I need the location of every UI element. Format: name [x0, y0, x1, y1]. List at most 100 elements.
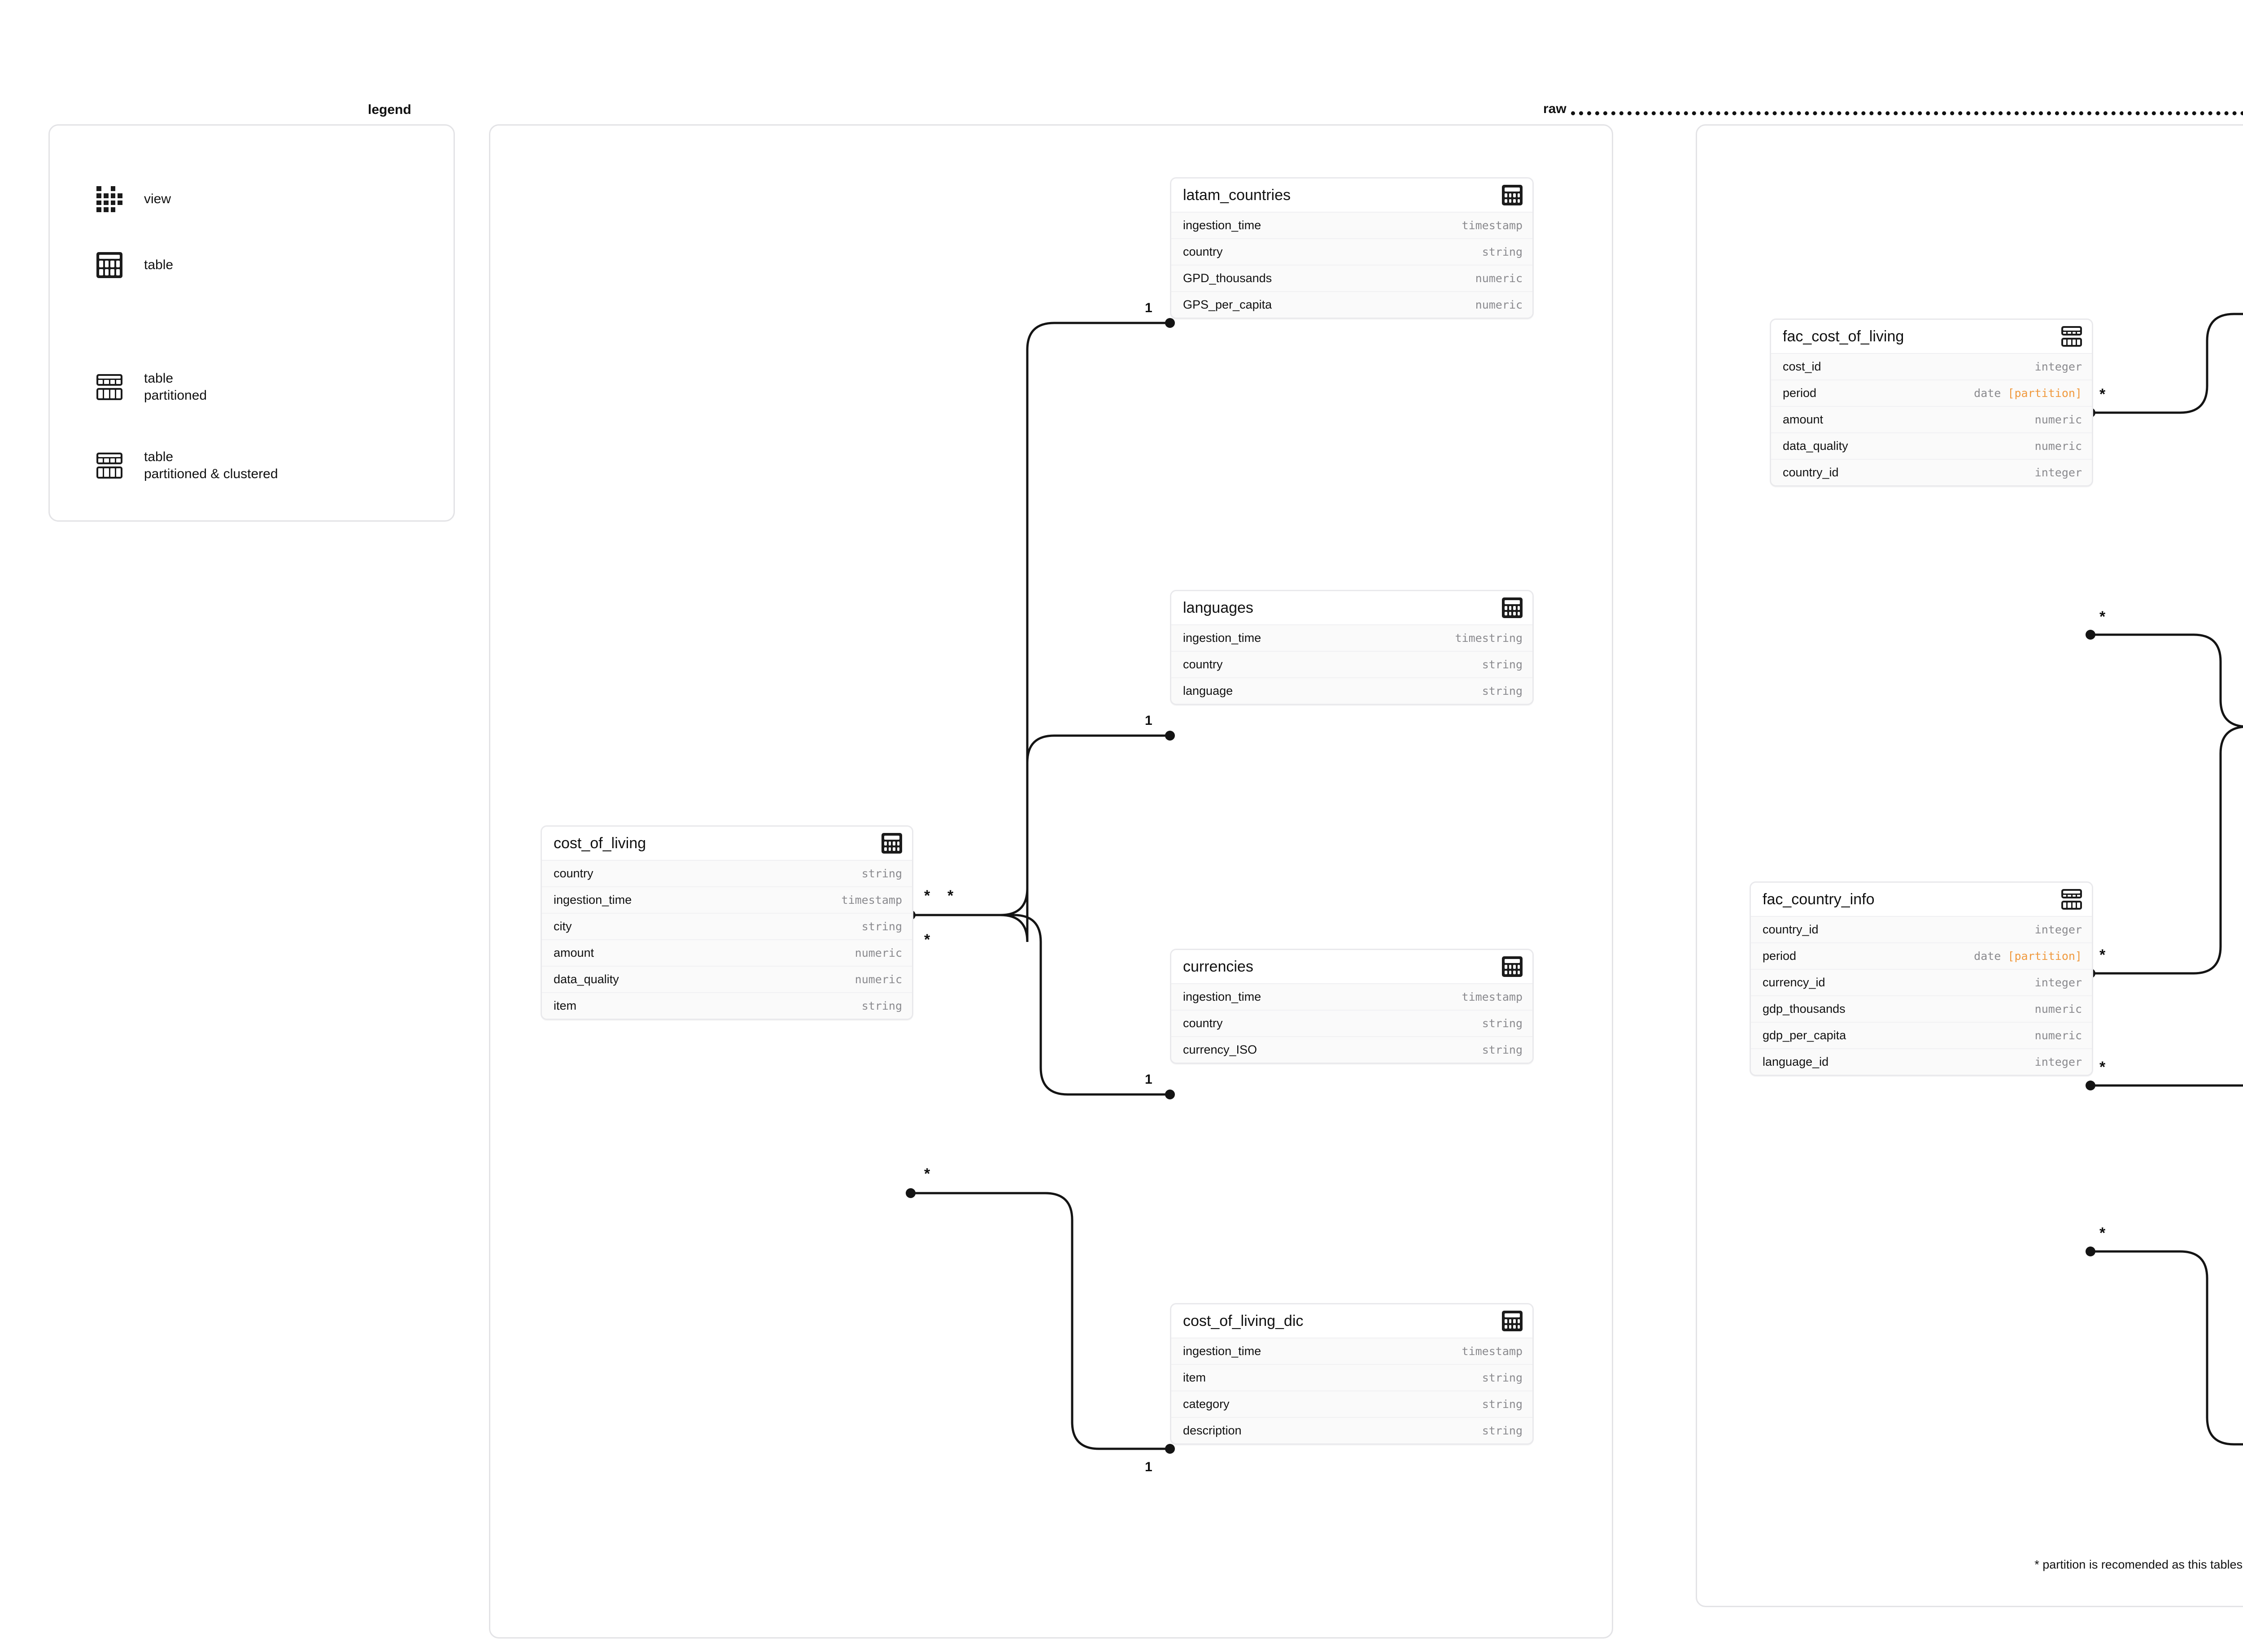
- column-name: country: [554, 867, 593, 880]
- column-type: integer: [2035, 360, 2082, 373]
- column-type: timestamp: [1462, 990, 1523, 1003]
- view-icon: [96, 186, 122, 212]
- column-type-base: string: [861, 920, 902, 933]
- column-type-base: string: [861, 867, 902, 880]
- column-type-base: string: [1482, 1424, 1523, 1437]
- cardinality-col-item-many: *: [924, 1165, 930, 1182]
- column-name: country: [1183, 1016, 1223, 1030]
- cardinality-faci-countryid-many: *: [2099, 946, 2106, 963]
- cardinality-faci-currencyid-many: *: [2099, 1059, 2106, 1076]
- cardinality-faci-languageid-many: *: [2099, 1225, 2106, 1242]
- column-name: GPS_per_capita: [1183, 298, 1272, 311]
- column-name: ingestion_time: [1183, 218, 1261, 232]
- column-name: country: [1183, 245, 1223, 258]
- legend-item-table-partitioned: table partitioned: [96, 370, 207, 404]
- table-icon: [881, 833, 902, 854]
- entity-card-header-fac_country_info: fac_country_info: [1751, 883, 2092, 917]
- column-row[interactable]: cost_id integer: [1771, 354, 2092, 380]
- cardinality-languages-country-one: 1: [1145, 713, 1152, 728]
- table-partitioned-clustered-icon: [96, 452, 122, 479]
- column-type: string: [1482, 684, 1523, 697]
- entity-name-cost_of_living: cost_of_living: [554, 834, 646, 852]
- column-type-base: string: [1482, 658, 1523, 671]
- entity-name-fac_cost_of_living: fac_cost_of_living: [1783, 327, 1904, 345]
- entity-name-languages: languages: [1183, 599, 1253, 616]
- column-type-base: date: [1974, 387, 2001, 400]
- cardinality-col-country-many-b: *: [947, 887, 954, 904]
- column-row[interactable]: item string: [542, 993, 912, 1019]
- column-type: string: [862, 867, 902, 880]
- column-name: currency_id: [1763, 976, 1825, 989]
- legend-label-view: view: [144, 192, 171, 207]
- column-row[interactable]: ingestion_time timestamp: [1171, 1338, 1532, 1365]
- column-name: item: [554, 999, 577, 1012]
- column-type-base: numeric: [2034, 413, 2082, 426]
- column-name: country_id: [1783, 466, 1839, 479]
- column-type-base: timestamp: [1462, 1345, 1523, 1358]
- column-name: cost_id: [1783, 360, 1821, 373]
- column-type-base: numeric: [1475, 298, 1523, 311]
- column-row[interactable]: GPS_per_capita numeric: [1171, 292, 1532, 318]
- entity-card-header-currencies: currencies: [1171, 950, 1532, 984]
- column-type: timestamp: [842, 894, 902, 907]
- column-name: period: [1783, 386, 1817, 400]
- table-partitioned-icon: [2061, 326, 2082, 347]
- column-type-base: integer: [2034, 360, 2082, 373]
- column-row[interactable]: country_id integer: [1771, 460, 2092, 485]
- flow-dash-raw-stg: [1571, 111, 2243, 115]
- column-type: string: [1482, 1424, 1523, 1437]
- legend-item-table: table: [96, 252, 173, 278]
- column-type: integer: [2035, 976, 2082, 989]
- column-name: ingestion_time: [1183, 1344, 1261, 1358]
- column-type-base: numeric: [855, 946, 902, 959]
- entity-card-header-fac_cost_of_living: fac_cost_of_living: [1771, 320, 2092, 354]
- entity-card-header-cost_of_living: cost_of_living: [542, 827, 912, 861]
- column-type-base: string: [1482, 1043, 1523, 1056]
- column-type-tag: [partition]: [2007, 950, 2082, 963]
- entity-card-header-cost_of_living_dic: cost_of_living_dic: [1171, 1304, 1532, 1338]
- column-type-base: string: [1482, 1398, 1523, 1411]
- column-row[interactable]: GPD_thousands numeric: [1171, 266, 1532, 292]
- column-type: integer: [2035, 466, 2082, 479]
- column-name: GPD_thousands: [1183, 271, 1272, 285]
- column-row[interactable]: country string: [542, 861, 912, 887]
- entity-card-header-languages: languages: [1171, 591, 1532, 625]
- column-type-base: integer: [2034, 466, 2082, 479]
- entity-card-cost_of_living_dic[interactable]: cost_of_living_dic ingestion_time timestam…: [1170, 1303, 1534, 1445]
- column-type-base: numeric: [1475, 272, 1523, 285]
- column-row[interactable]: currency_id integer: [1751, 970, 2092, 996]
- entity-name-latam_countries: latam_countries: [1183, 186, 1291, 204]
- column-type-base: integer: [2034, 1055, 2082, 1068]
- column-name: gdp_per_capita: [1763, 1029, 1846, 1042]
- column-type: string: [862, 999, 902, 1012]
